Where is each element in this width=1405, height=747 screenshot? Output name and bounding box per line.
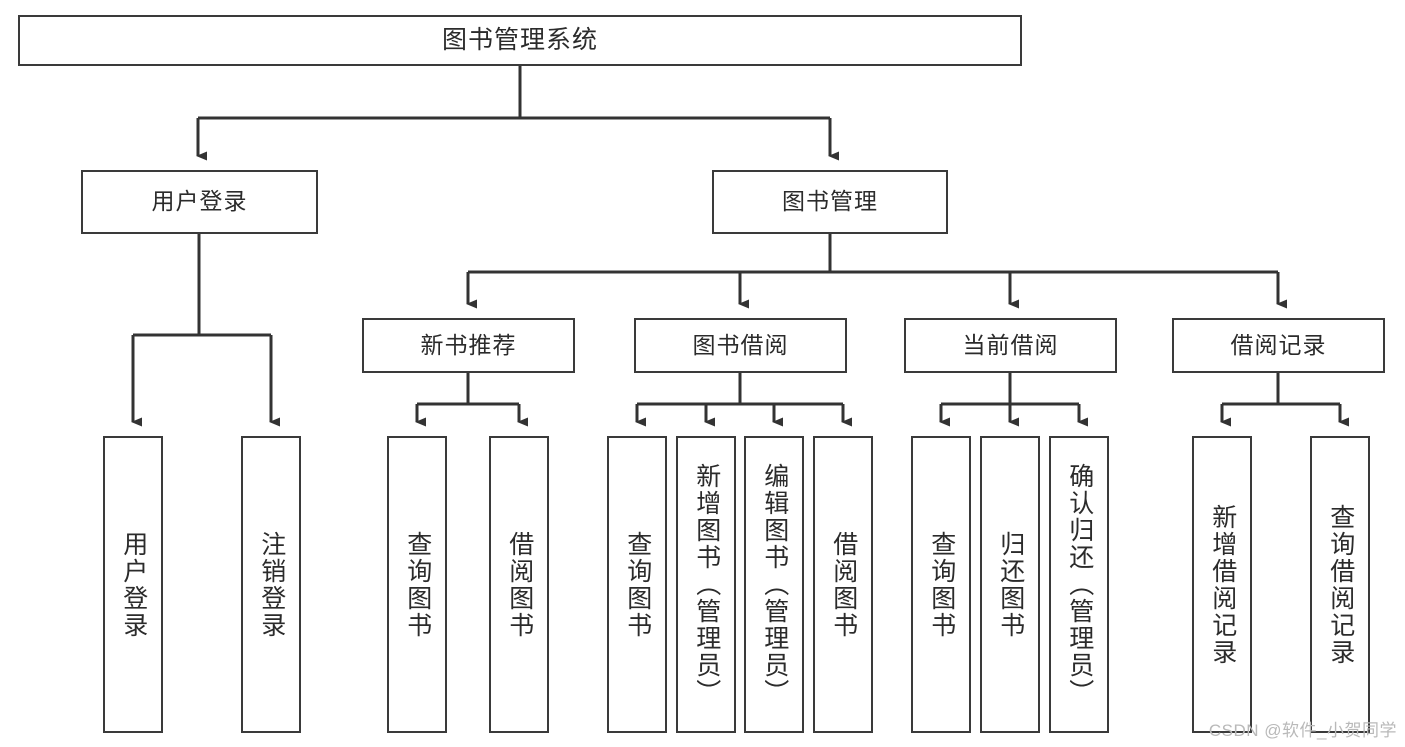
watermark-text: CSDN @软件_小贺同学 <box>1208 721 1397 740</box>
node-label: 查询图书 <box>403 530 432 639</box>
node-label: 当前借阅 <box>962 331 1059 358</box>
leaf-current-borrow-query[interactable]: 查询图书 <box>911 436 971 733</box>
node-user-login[interactable]: 用户登录 <box>81 170 318 234</box>
node-label: 借阅记录 <box>1230 331 1327 358</box>
node-label: 借阅图书 <box>505 530 534 639</box>
node-label: 编辑图书（管理员） <box>760 463 789 706</box>
leaf-current-borrow-confirm-return[interactable]: 确认归还（管理员） <box>1049 436 1109 733</box>
node-label: 查询图书 <box>623 530 652 639</box>
node-new-book-recommend[interactable]: 新书推荐 <box>362 318 575 373</box>
node-book-borrow[interactable]: 图书借阅 <box>634 318 847 373</box>
node-root-system[interactable]: 图书管理系统 <box>18 15 1022 66</box>
node-label: 查询借阅记录 <box>1326 503 1355 666</box>
node-label: 查询图书 <box>927 530 956 639</box>
node-label: 借阅图书 <box>829 530 858 639</box>
node-label: 图书管理 <box>782 188 878 215</box>
node-label: 归还图书 <box>996 530 1025 639</box>
leaf-borrow-record-add[interactable]: 新增借阅记录 <box>1192 436 1252 733</box>
leaf-user-login-login[interactable]: 用户登录 <box>103 436 163 733</box>
node-current-borrow[interactable]: 当前借阅 <box>904 318 1117 373</box>
leaf-book-borrow-query[interactable]: 查询图书 <box>607 436 667 733</box>
node-label: 图书管理系统 <box>441 25 598 54</box>
leaf-new-book-borrow[interactable]: 借阅图书 <box>489 436 549 733</box>
leaf-book-borrow-edit[interactable]: 编辑图书（管理员） <box>744 436 804 733</box>
leaf-book-borrow-borrow[interactable]: 借阅图书 <box>813 436 873 733</box>
node-label: 新增图书（管理员） <box>692 463 721 706</box>
leaf-borrow-record-query[interactable]: 查询借阅记录 <box>1310 436 1370 733</box>
leaf-user-login-logout[interactable]: 注销登录 <box>241 436 301 733</box>
node-borrow-record[interactable]: 借阅记录 <box>1172 318 1385 373</box>
node-label: 注销登录 <box>257 530 286 639</box>
node-label: 用户登录 <box>119 530 148 639</box>
node-label: 确认归还（管理员） <box>1065 463 1094 706</box>
node-label: 图书借阅 <box>692 331 789 358</box>
node-label: 新增借阅记录 <box>1208 503 1237 666</box>
node-label: 用户登录 <box>151 188 248 215</box>
leaf-current-borrow-return[interactable]: 归还图书 <box>980 436 1040 733</box>
leaf-new-book-query[interactable]: 查询图书 <box>387 436 447 733</box>
leaf-book-borrow-add[interactable]: 新增图书（管理员） <box>676 436 736 733</box>
node-label: 新书推荐 <box>420 331 517 358</box>
node-book-management[interactable]: 图书管理 <box>712 170 948 234</box>
